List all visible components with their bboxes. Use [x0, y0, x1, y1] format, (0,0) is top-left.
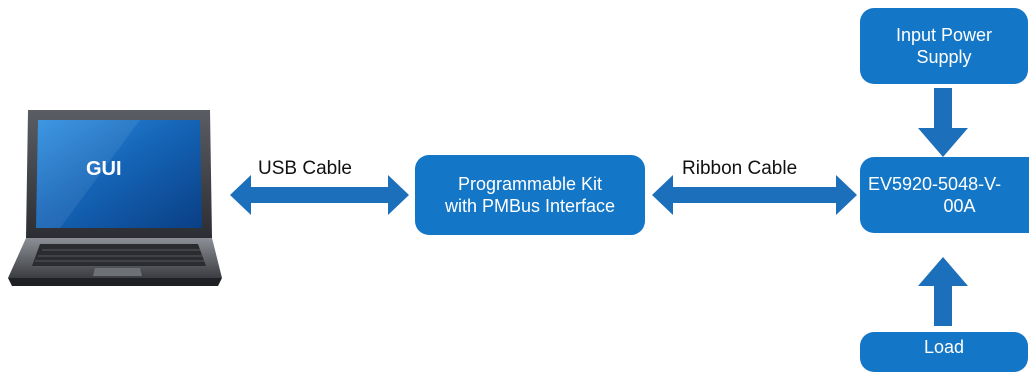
evaluation-board-box: EV5920-5048-V- 00A — [860, 157, 1029, 233]
connection-arrows — [230, 88, 968, 326]
evaluation-board-line2: 00A — [943, 196, 976, 216]
laptop-screen — [36, 120, 202, 228]
programmable-kit-line2: with PMBus Interface — [444, 196, 616, 216]
programmable-kit-line1: Programmable Kit — [457, 174, 603, 194]
ribbon-cable-label: Ribbon Cable — [682, 158, 798, 179]
input-power-supply-box: Input Power Supply — [860, 8, 1028, 84]
usb-cable-label: USB Cable — [258, 158, 352, 179]
evaluation-board-line1: EV5920-5048-V- — [868, 174, 1002, 194]
input-power-supply-line2: Supply — [916, 47, 972, 67]
load-arrow — [918, 257, 968, 326]
laptop-icon — [8, 110, 222, 286]
power-supply-arrow — [918, 88, 968, 157]
usb-cable-arrow — [230, 175, 409, 215]
input-power-supply-line1: Input Power — [895, 25, 993, 45]
load-label: Load — [923, 337, 965, 357]
laptop-screen-label: GUI — [86, 158, 122, 180]
load-box: Load — [860, 332, 1028, 372]
ribbon-cable-arrow — [652, 175, 857, 215]
block-diagram: GUI USB Cable Ribbon Cable Programmable … — [8, 8, 1029, 372]
programmable-kit-box: Programmable Kit with PMBus Interface — [415, 155, 645, 235]
